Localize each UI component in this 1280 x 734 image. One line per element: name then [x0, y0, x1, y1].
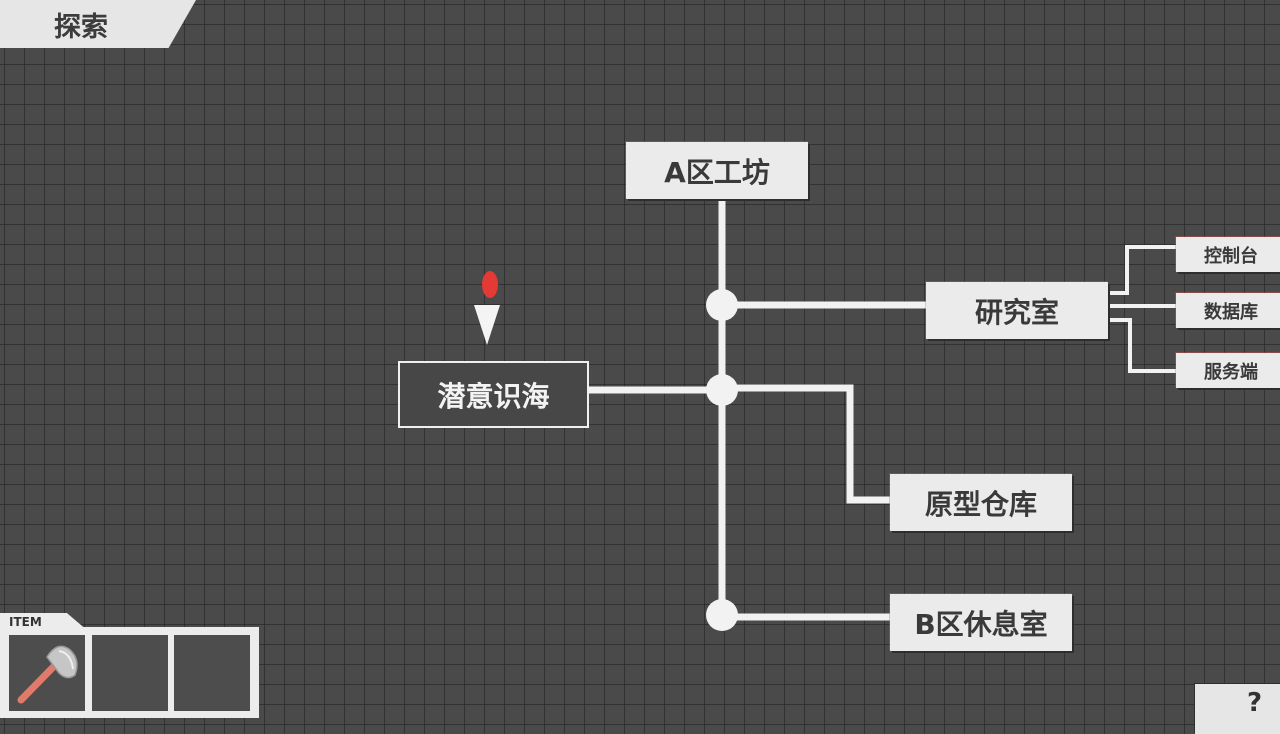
map-node-label: 原型仓库: [924, 487, 1037, 521]
map-node-label: 研究室: [974, 295, 1059, 329]
help-button-label: ?: [1247, 688, 1263, 718]
player-marker-icon: [482, 271, 498, 298]
map-node-database[interactable]: 数据库: [1176, 293, 1280, 328]
inventory-box: [0, 627, 259, 718]
map-node-control[interactable]: 控制台: [1176, 237, 1280, 272]
map-node-lab[interactable]: 研究室: [926, 282, 1108, 339]
map-node-current[interactable]: 潜意识海: [398, 361, 589, 428]
map-node-label: 数据库: [1204, 301, 1258, 323]
inventory-slot[interactable]: [174, 635, 250, 711]
inventory-label: ITEM: [0, 613, 88, 631]
map-node-workshop-a[interactable]: A区工坊: [626, 142, 808, 199]
map-node-label: 潜意识海: [437, 379, 550, 413]
map-node-warehouse[interactable]: 原型仓库: [890, 474, 1072, 531]
map-node-label: B区休息室: [914, 607, 1048, 641]
page-title: 探索: [0, 0, 196, 48]
map-node-label: A区工坊: [664, 155, 770, 189]
help-button[interactable]: ?: [1195, 684, 1280, 734]
map-node-label: 服务端: [1204, 361, 1258, 383]
map-connections: [588, 198, 1177, 631]
map-node-server[interactable]: 服务端: [1176, 353, 1280, 388]
location-arrow-icon: [474, 305, 500, 345]
map-node-label: 控制台: [1204, 245, 1258, 267]
axe-icon: [17, 645, 78, 704]
map-node-lounge-b[interactable]: B区休息室: [890, 594, 1072, 651]
inventory-slot[interactable]: [9, 635, 85, 711]
inventory-slot[interactable]: [92, 635, 168, 711]
